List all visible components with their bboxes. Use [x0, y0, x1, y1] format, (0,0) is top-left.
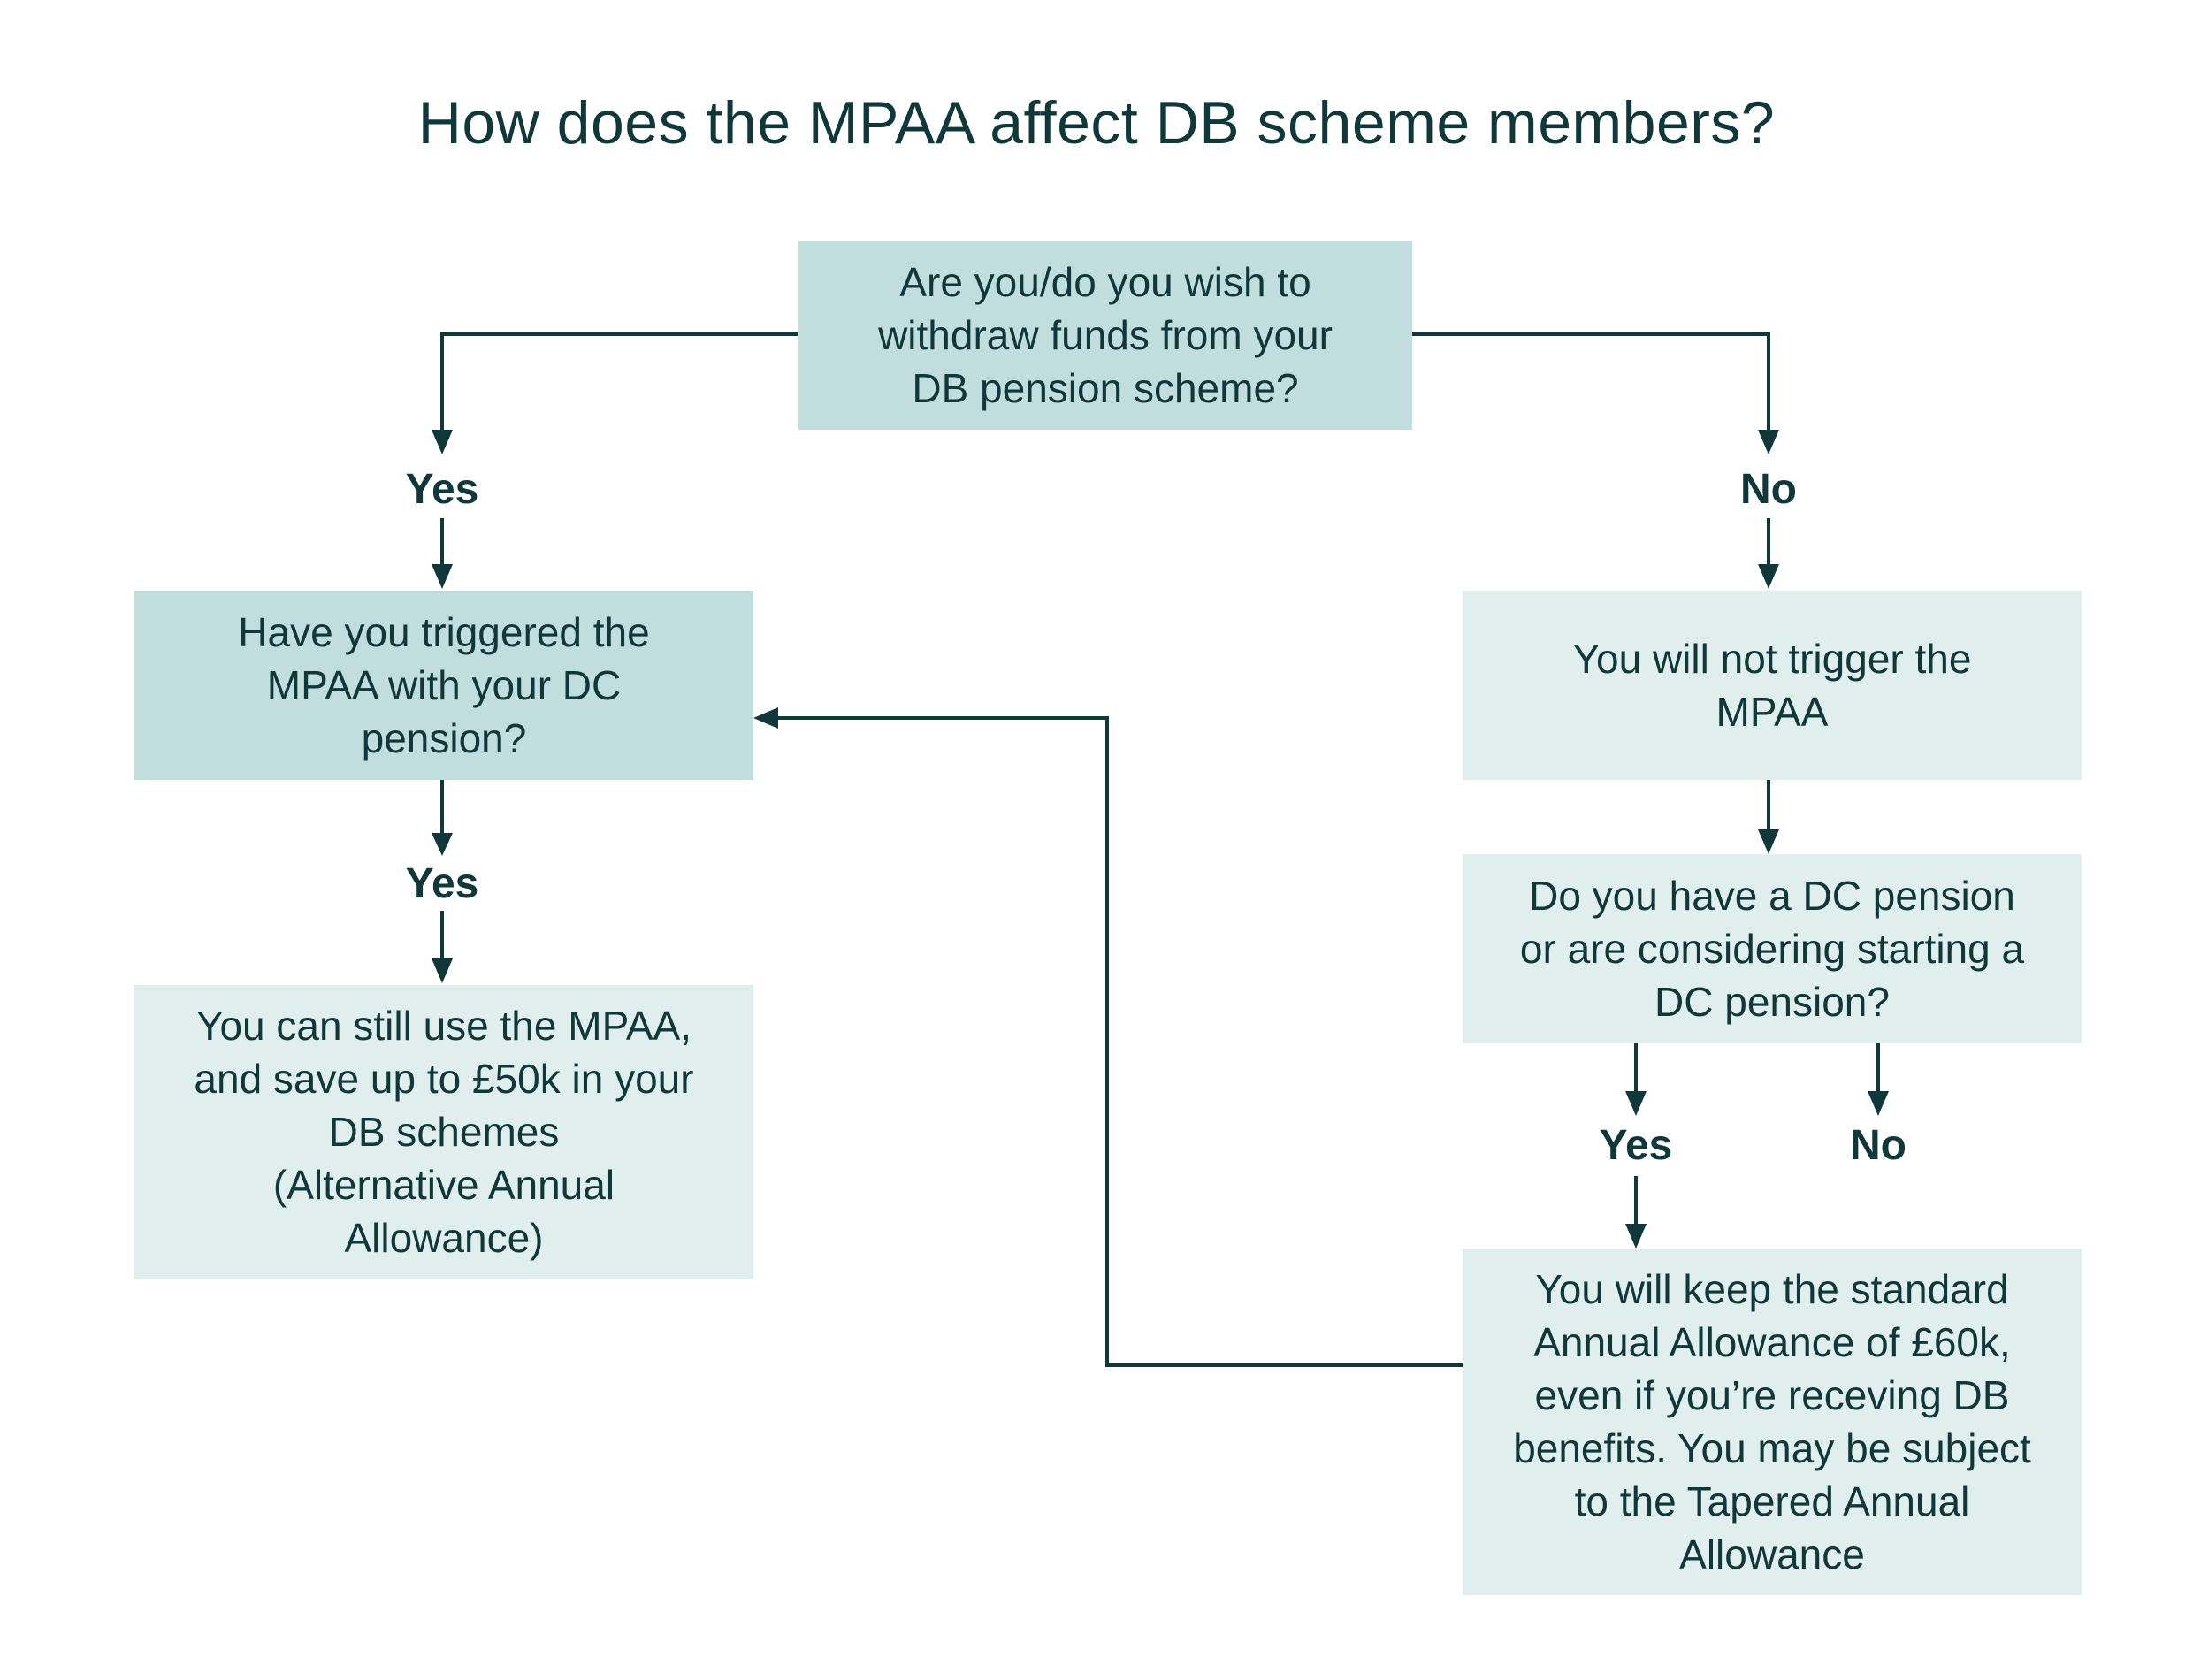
label-yes-triggered: Yes	[405, 860, 479, 907]
arrowhead	[753, 707, 778, 729]
arrowhead	[1758, 829, 1779, 854]
answer-still-use-mpaa: You can still use the MPAA, and save up …	[134, 985, 753, 1279]
answer-keep-standard-allowance: You will keep the standard Annual Allowa…	[1463, 1249, 2082, 1595]
label-no-have-dc: No	[1850, 1122, 1906, 1169]
arrowhead	[432, 958, 453, 983]
label-yes-withdraw: Yes	[405, 466, 479, 513]
question-have-dc-pension: Do you have a DC pension or are consider…	[1463, 854, 2082, 1043]
question-triggered-mpaa: Have you triggered the MPAA with your DC…	[134, 591, 753, 780]
connector-top-right	[1412, 332, 1770, 442]
answer-will-not-trigger: You will not trigger the MPAA	[1463, 591, 2082, 780]
arrowhead	[1758, 430, 1779, 454]
diagram-title: How does the MPAA affect DB scheme membe…	[417, 89, 1776, 157]
question-withdraw-db: Are you/do you wish to withdraw funds fr…	[798, 241, 1412, 430]
arrowhead	[1868, 1091, 1889, 1116]
arrowhead	[1625, 1091, 1647, 1116]
arrowhead	[432, 430, 453, 454]
arrowhead	[432, 564, 453, 589]
label-no-withdraw: No	[1740, 466, 1797, 513]
arrowhead	[1625, 1224, 1647, 1249]
connector-loop-back	[769, 716, 1463, 1367]
arrowhead	[432, 833, 453, 856]
label-yes-have-dc: Yes	[1599, 1122, 1673, 1169]
connector-top-left	[440, 332, 798, 442]
arrowhead	[1758, 564, 1779, 589]
